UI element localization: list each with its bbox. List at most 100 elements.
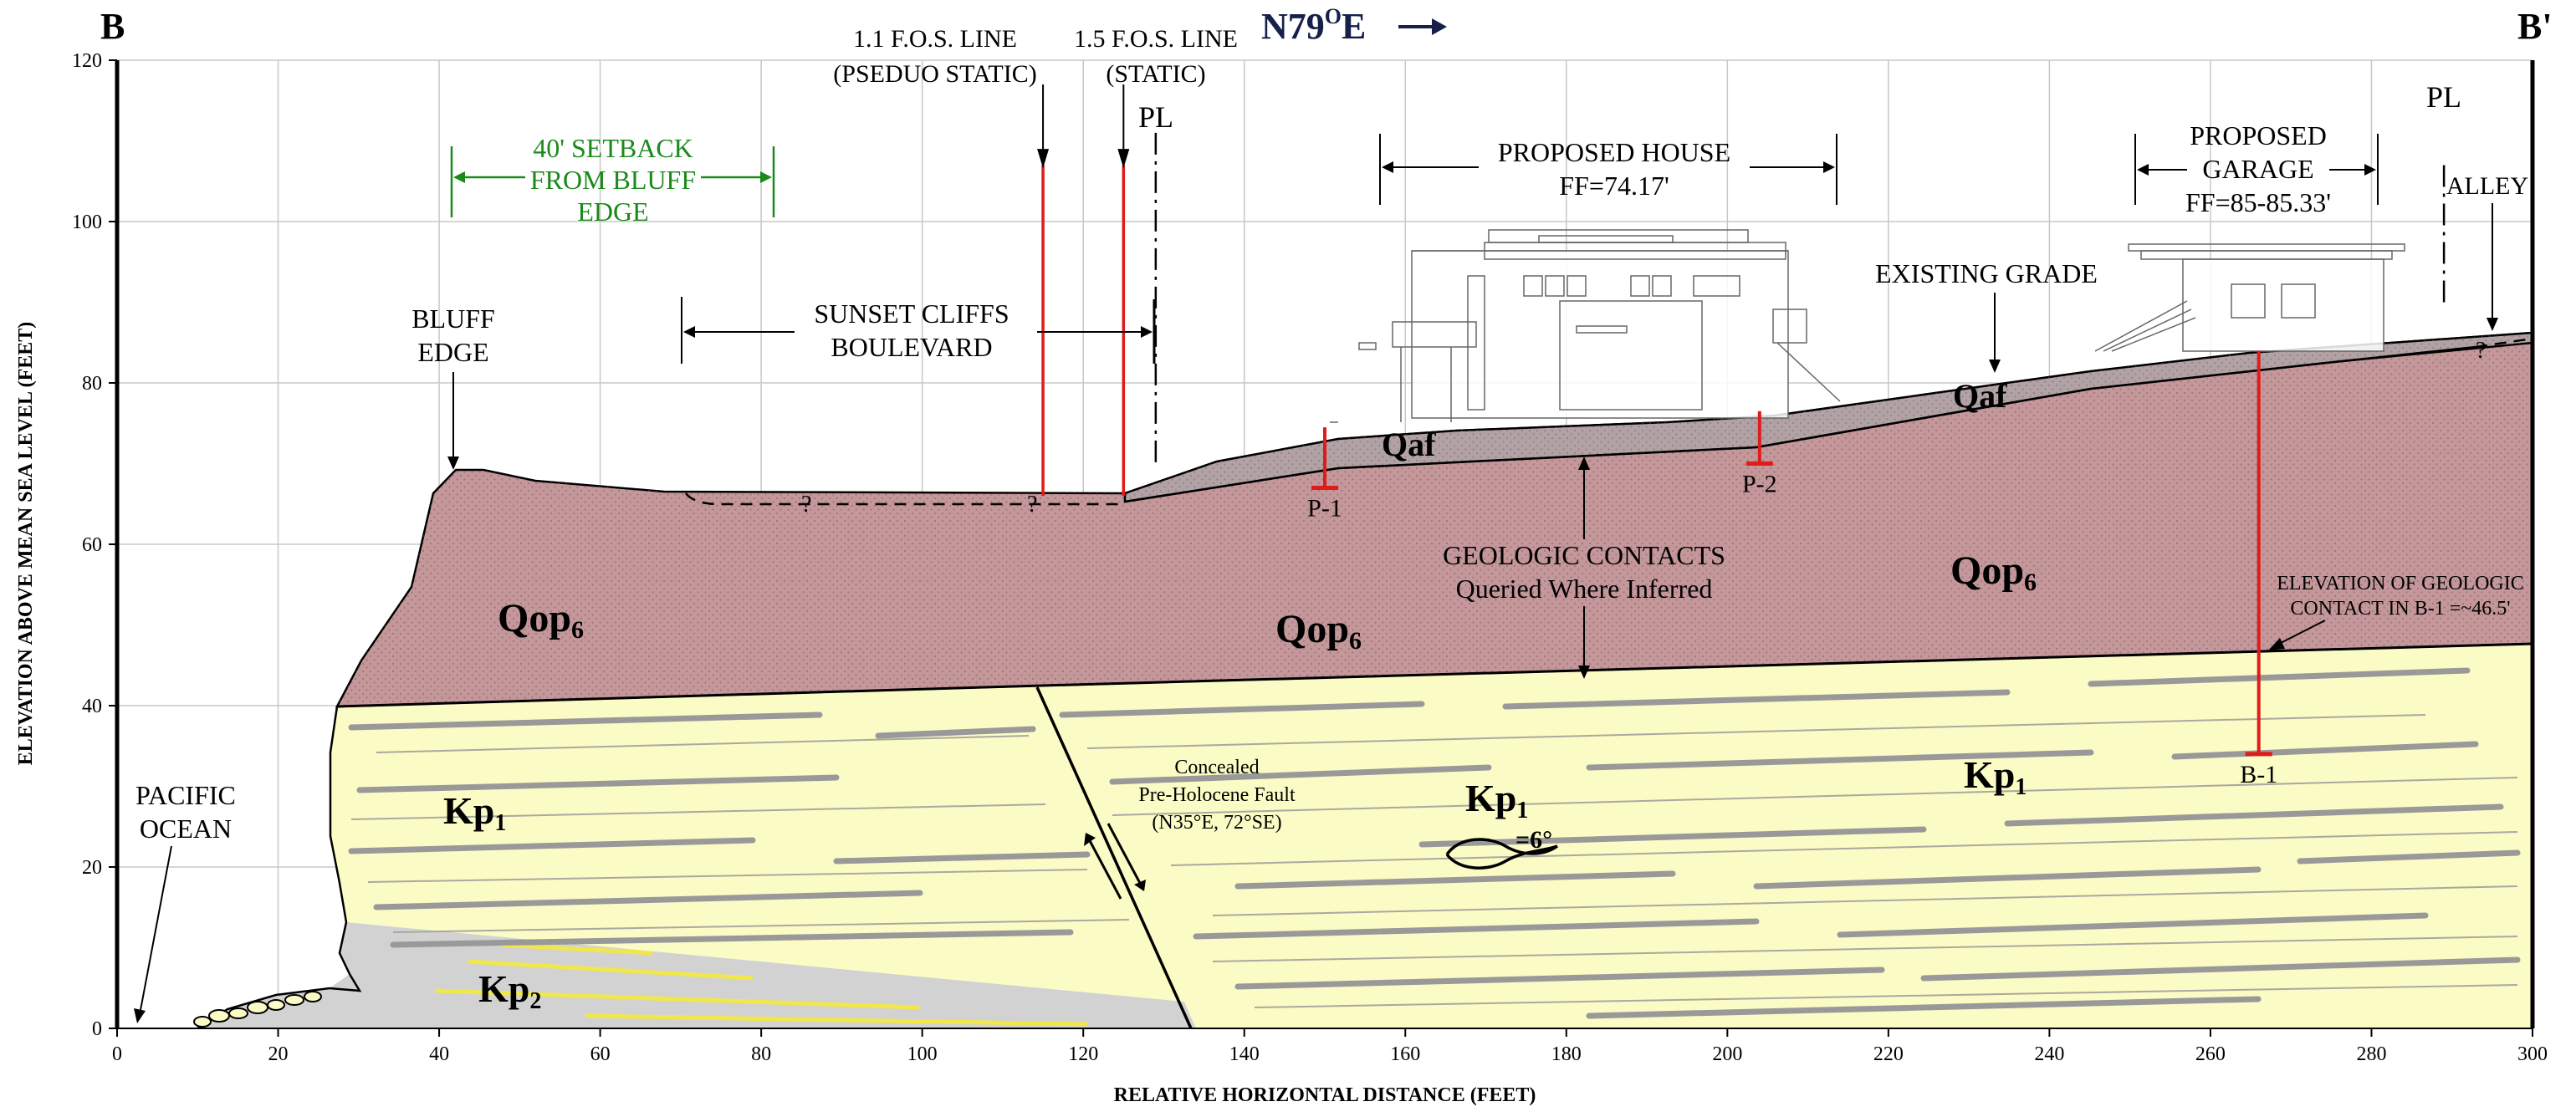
factor-of-safety-lines xyxy=(1037,84,1130,497)
fos-11-label-line2: (PSEDUO STATIC) xyxy=(833,60,1036,88)
proposed-house-sketch xyxy=(1330,229,1841,423)
bluff-edge-arrow xyxy=(447,372,459,470)
bearing-label: N79OE xyxy=(1261,4,1447,47)
y-axis-title: ELEVATION ABOVE MEAN SEA LEVEL (FEET) xyxy=(15,322,37,766)
setback-dimension xyxy=(450,146,775,217)
kp2-bedding-lines xyxy=(434,942,1088,1027)
pacific-ocean-label-line2: OCEAN xyxy=(140,814,232,844)
fos-pointer-arrowhead xyxy=(1037,149,1050,169)
x-tick-label: 140 xyxy=(1229,1043,1260,1065)
x-axis-title: RELATIVE HORIZONTAL DISTANCE (FEET) xyxy=(1114,1084,1536,1106)
fos-pointer-arrowhead xyxy=(1117,149,1130,169)
x-tick-label: 0 xyxy=(112,1043,122,1065)
unit-qaf-label-1: Qaf xyxy=(1382,426,1436,463)
b1-elevation-label-line2: CONTACT IN B-1 =~46.5' xyxy=(2290,598,2510,620)
fault-motion-arrows-icon xyxy=(1084,823,1146,900)
fos-11-label-line1: 1.1 F.O.S. LINE xyxy=(853,25,1017,53)
geologic-contacts-label-line1: GEOLOGIC CONTACTS xyxy=(1443,540,1725,570)
sea-cliff-outline xyxy=(197,706,362,1028)
right-arrow-icon xyxy=(1398,18,1447,35)
kp1-bedding-line xyxy=(1837,912,2429,938)
house-dimension xyxy=(1379,134,1837,205)
kp1-fine-bedding xyxy=(1170,831,2518,866)
house-label-line1: PROPOSED HOUSE xyxy=(1498,137,1730,167)
alley-arrow xyxy=(2487,203,2498,331)
fault-line xyxy=(1035,686,1193,1028)
beach-cobbles xyxy=(193,991,322,1028)
existing-grade-arrow xyxy=(1989,293,2001,373)
kp1-fine-bedding xyxy=(367,869,1088,883)
x-tick-label: 40 xyxy=(429,1043,449,1065)
kp1-bedding-line xyxy=(348,712,823,731)
x-tick-label: 280 xyxy=(2356,1043,2386,1065)
property-lines xyxy=(1154,132,2446,464)
kp1-bedding-line xyxy=(348,837,756,854)
pacific-ocean-label-line1: PACIFIC xyxy=(135,780,236,810)
property-line-label-right: PL xyxy=(2426,80,2461,114)
section-start-label: B xyxy=(100,6,125,47)
x-tick-label: 200 xyxy=(1712,1043,1742,1065)
bluff-edge-label-line2: EDGE xyxy=(417,337,488,367)
kp1-bedding-line xyxy=(1586,996,2262,1019)
kp1-fine-bedding xyxy=(1212,936,2518,962)
bearing-text: N79OE xyxy=(1261,4,1366,47)
garage-dimension xyxy=(2134,134,2379,205)
kp1-bedding-line xyxy=(1234,870,1676,890)
boulevard-dimension xyxy=(681,297,1156,364)
unit-kp1-label-2: Kp1 xyxy=(1465,777,1528,824)
dip-symbol-icon xyxy=(1445,838,1559,870)
kp2-bedding-line xyxy=(434,988,921,1010)
garage-label-line1: PROPOSED xyxy=(2190,120,2327,150)
unit-qop6-label-3: Qop6 xyxy=(1950,548,2037,596)
qop6-stipple xyxy=(337,333,2533,706)
pacific-ocean-arrow xyxy=(134,845,172,1023)
property-line-label-left: PL xyxy=(1138,100,1173,134)
geologic-contacts-label-line2: Queried Where Inferred xyxy=(1456,574,1713,604)
query-mark-1: ? xyxy=(801,492,811,518)
dip-angle-label: =6° xyxy=(1515,826,1552,854)
kp1-bedding-line xyxy=(373,890,923,910)
inferred-contact-blvd xyxy=(685,492,1121,506)
unit-kp1-label-1: Kp1 xyxy=(443,789,506,836)
garage-label-line3: FF=85-85.33' xyxy=(2185,187,2331,217)
kp2-bedding-line xyxy=(501,942,653,956)
x-tick-label: 20 xyxy=(268,1043,289,1065)
qaf-qop-contact-inferred xyxy=(2475,337,2533,349)
bluff-edge-label-line1: BLUFF xyxy=(411,303,495,334)
existing-grade-label: EXISTING GRADE xyxy=(1875,258,2098,288)
boulevard-label-line2: BOULEVARD xyxy=(831,332,992,362)
qop-kp-contact-line xyxy=(336,642,2533,708)
kp1-bedding-line xyxy=(356,774,840,793)
b1-elevation-arrow xyxy=(2268,620,2326,650)
setback-label-line2: FROM BLUFF xyxy=(530,165,696,195)
fault-label-line1: Concealed xyxy=(1174,757,1259,778)
section-end-label: B' xyxy=(2517,6,2553,47)
x-tick-label: 180 xyxy=(1551,1043,1582,1065)
x-tick-label: 160 xyxy=(1390,1043,1420,1065)
house-label-line2: FF=74.17' xyxy=(1559,171,1669,201)
unit-kp1-label-3: Kp1 xyxy=(1964,753,2027,800)
kp1-fine-bedding xyxy=(1254,984,2518,1008)
kp1-bedding-line xyxy=(1920,956,2521,982)
qaf-qop-contact-line xyxy=(1124,345,2476,503)
kp1-fine-bedding xyxy=(1212,885,2518,916)
fos-15-label-line1: 1.5 F.O.S. LINE xyxy=(1074,25,1238,53)
kp1-bedding-line xyxy=(1502,689,2011,710)
boring-label: P-1 xyxy=(1307,494,1342,522)
kp1-fine-bedding xyxy=(392,919,1130,933)
kp1-bedding-line xyxy=(390,929,1074,948)
kp1-bedding-line xyxy=(1586,749,2094,771)
alley-label: ALLEY xyxy=(2446,172,2528,200)
unit-kp2-label: Kp2 xyxy=(478,967,541,1014)
x-tick-label: 260 xyxy=(2195,1043,2226,1065)
fault-label-line2: Pre-Holocene Fault xyxy=(1138,784,1296,806)
unit-qop6-label-2: Qop6 xyxy=(1275,607,1362,655)
y-tick-label: 120 xyxy=(72,50,102,72)
x-tick-label: 220 xyxy=(1873,1043,1904,1065)
y-tick-label: 40 xyxy=(82,696,102,717)
kp1-bedding-line xyxy=(2004,803,2504,827)
kp1-bedding-line xyxy=(1059,701,1425,718)
